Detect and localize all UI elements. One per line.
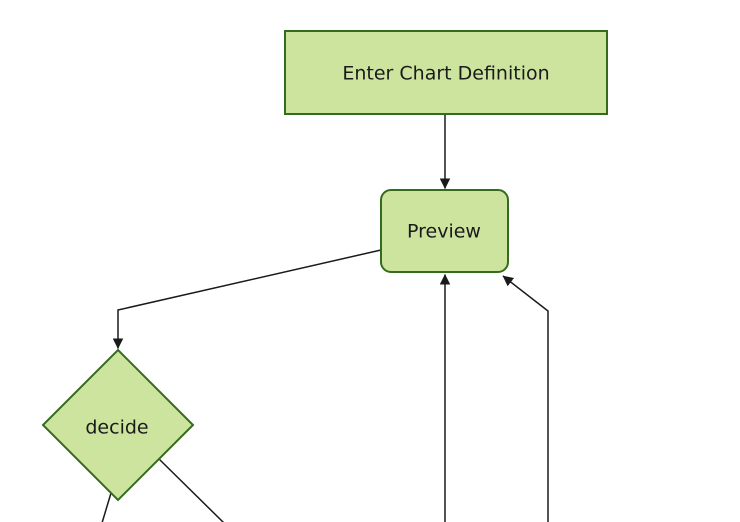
decide-label: decide	[85, 417, 148, 439]
enter-chart-definition-shape	[284, 30, 608, 115]
node-preview: Preview	[380, 189, 509, 273]
edge-preview-to-decide	[112, 249, 382, 350]
node-decide: decide	[41, 348, 195, 502]
decide-shape	[41, 348, 195, 502]
edge-layer	[101, 114, 549, 522]
edge-decide-to-offscreen-right	[157, 457, 225, 522]
enter-chart-definition-label: Enter Chart Definition	[342, 63, 549, 85]
edge-decide-to-offscreen-left	[101, 492, 112, 522]
node-enter-chart-definition: Enter Chart Definition	[284, 30, 608, 115]
preview-shape	[380, 189, 509, 273]
edge-bottom-right-to-preview	[502, 275, 549, 522]
preview-label: Preview	[407, 221, 481, 243]
